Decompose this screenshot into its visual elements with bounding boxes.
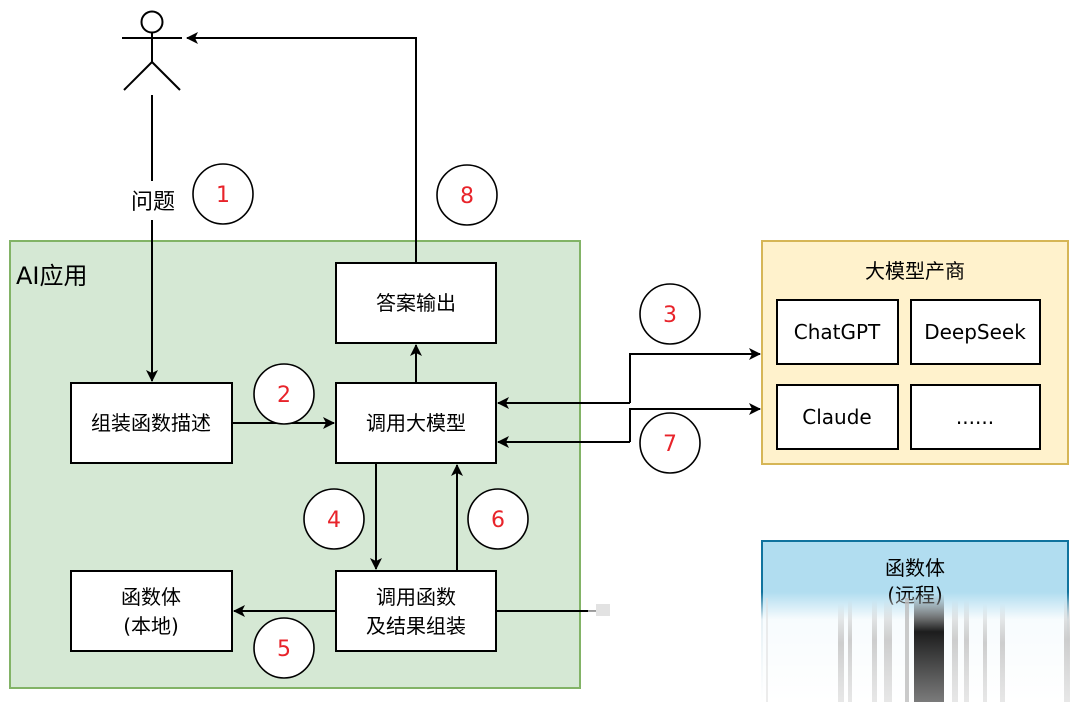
call-function-label-line1: 调用函数 bbox=[376, 585, 456, 609]
arrow-call-llm-to-vendors bbox=[629, 348, 761, 403]
step-2-badge: 2 bbox=[253, 363, 315, 425]
arrow-answer-to-user bbox=[186, 32, 417, 263]
step-8-badge: 8 bbox=[436, 164, 498, 226]
local-function-box bbox=[70, 570, 233, 652]
call-function-box bbox=[335, 570, 497, 652]
vendor-deepseek-label: DeepSeek bbox=[924, 320, 1026, 344]
step-5-badge: 5 bbox=[253, 617, 315, 679]
vendor-more-box bbox=[910, 384, 1041, 450]
vendor-chatgpt-box bbox=[776, 299, 899, 365]
step-3-badge: 3 bbox=[639, 283, 701, 345]
answer-output-label: 答案输出 bbox=[376, 291, 456, 315]
vendor-deepseek-box bbox=[910, 299, 1041, 365]
arrow-vendors-result-to-call-llm bbox=[629, 403, 761, 442]
step-3-number: 3 bbox=[663, 303, 677, 328]
call-llm-label: 调用大模型 bbox=[366, 411, 466, 435]
vendor-claude-label: Claude bbox=[802, 405, 871, 429]
assemble-function-description-box bbox=[70, 382, 233, 464]
step-4-badge: 4 bbox=[303, 488, 365, 550]
assemble-function-description-label: 组装函数描述 bbox=[91, 411, 211, 435]
user-icon bbox=[122, 10, 182, 91]
llm-vendors-title: 大模型产商 bbox=[865, 259, 965, 283]
step-5-number: 5 bbox=[277, 637, 291, 662]
call-function-label-line2: 及结果组装 bbox=[366, 614, 466, 638]
vendor-claude-box bbox=[776, 384, 899, 450]
question-label: 问题 bbox=[131, 190, 175, 215]
image-artifact-overlay bbox=[588, 592, 1080, 702]
vendor-chatgpt-label: ChatGPT bbox=[794, 320, 881, 344]
vendor-more-label: ...... bbox=[956, 405, 994, 429]
question-label-bg bbox=[122, 185, 184, 217]
ai-app-label: AI应用 bbox=[16, 262, 88, 290]
call-llm-box bbox=[335, 382, 497, 464]
step-7-number: 7 bbox=[663, 432, 677, 457]
step-1-number: 1 bbox=[216, 183, 230, 208]
local-function-label-line2: (本地) bbox=[123, 614, 179, 638]
step-6-badge: 6 bbox=[467, 488, 529, 550]
step-6-number: 6 bbox=[491, 508, 505, 533]
step-2-number: 2 bbox=[277, 383, 291, 408]
step-7-badge: 7 bbox=[639, 412, 701, 474]
local-function-label-line1: 函数体 bbox=[121, 585, 181, 609]
step-4-number: 4 bbox=[327, 508, 341, 533]
remote-function-label-line1: 函数体 bbox=[885, 556, 945, 580]
step-1-badge: 1 bbox=[192, 163, 254, 225]
step-8-number: 8 bbox=[460, 184, 474, 209]
